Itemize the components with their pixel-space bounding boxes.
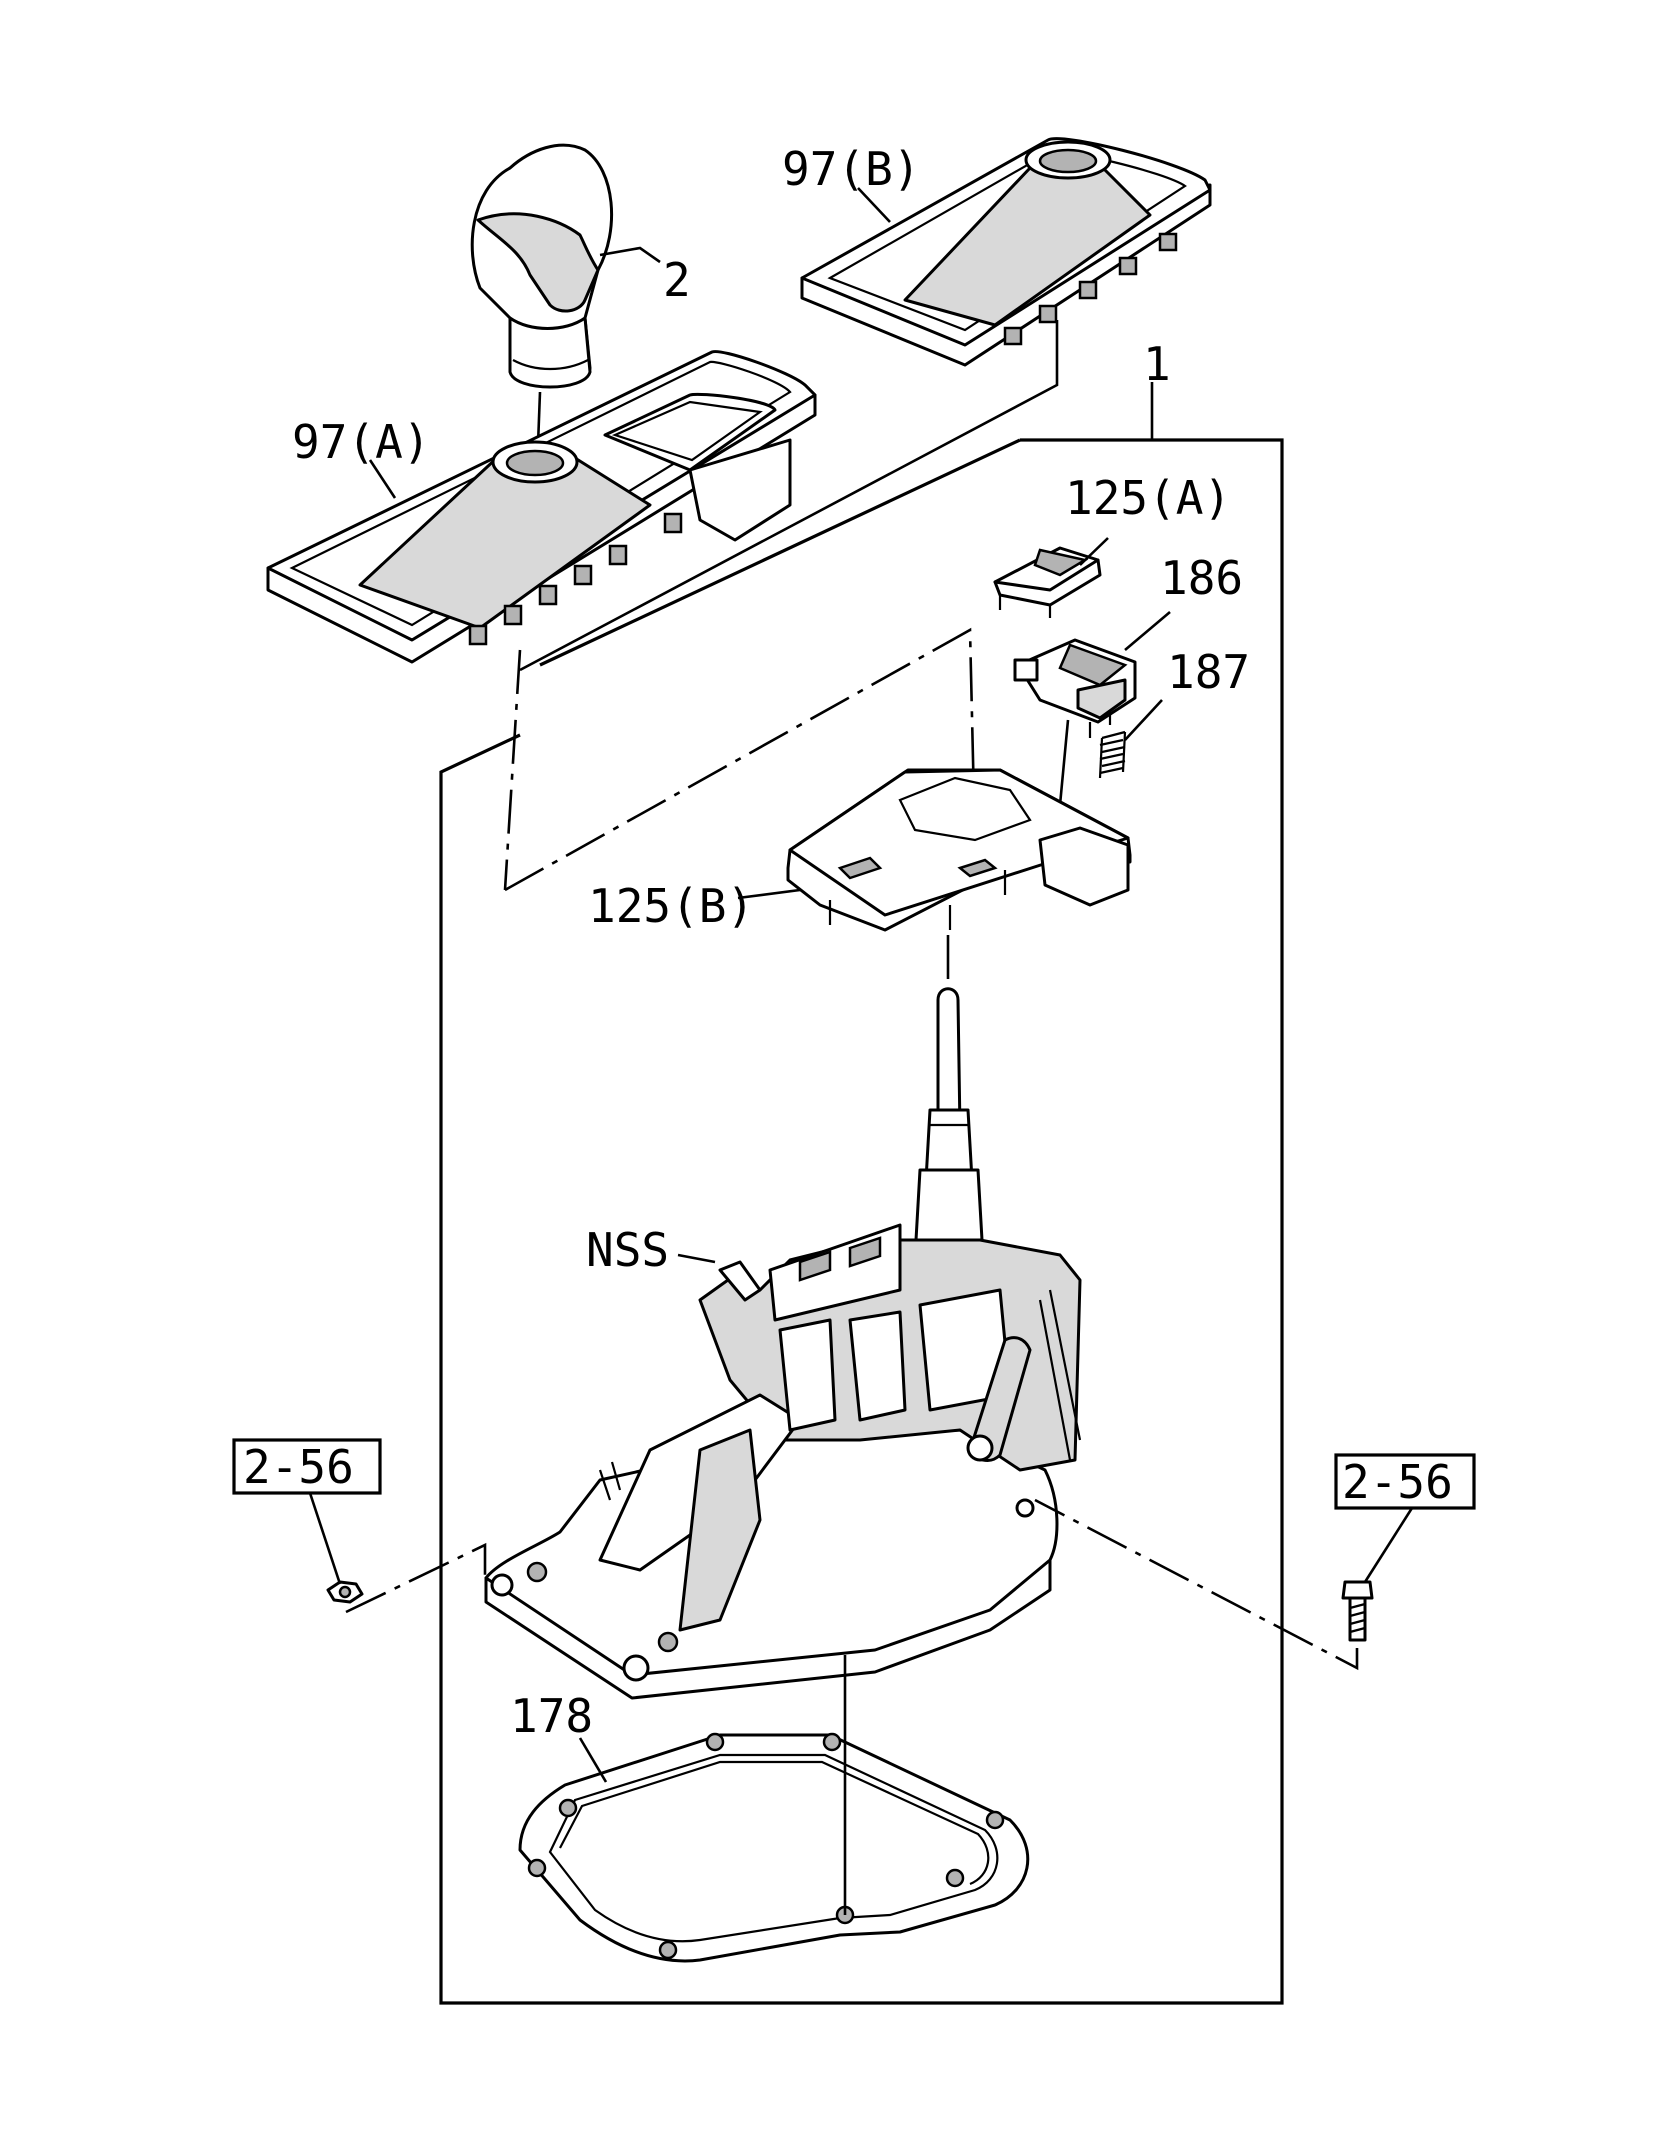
console-bezel-b[interactable] <box>800 137 1212 367</box>
callout-ref-right[interactable]: 2-56 <box>1342 1455 1453 1509</box>
leader-bezel-a <box>368 459 397 499</box>
leader-ref-left <box>308 1492 342 1585</box>
callout-cover-a: 125(A) <box>1065 471 1231 525</box>
leader-cover-a <box>1079 537 1109 566</box>
leader-bezel-b <box>857 187 891 223</box>
leader-switch <box>1124 611 1171 651</box>
nut-left-install-line <box>345 1542 487 1614</box>
assembly-frame <box>439 438 1284 2005</box>
callout-cover-b: 125(B) <box>588 879 754 933</box>
gasket-studs <box>527 1732 1005 1960</box>
cover-install-line-diag <box>504 627 977 892</box>
callout-bezel-b: 97(B) <box>782 142 920 196</box>
bolt-right[interactable] <box>1341 1580 1374 1642</box>
leader-spring <box>1124 699 1163 741</box>
callout-knob: 2 <box>663 253 691 307</box>
bezel-join-line <box>519 320 1059 672</box>
callout-spring: 187 <box>1167 645 1250 699</box>
callout-assembly: 1 <box>1143 337 1171 391</box>
nut-left[interactable] <box>326 1580 364 1604</box>
shift-knob[interactable] <box>470 143 614 389</box>
gasket-178[interactable] <box>518 1732 1030 1963</box>
leader-gasket <box>578 1737 608 1783</box>
assembly-frame-upper <box>539 438 1021 667</box>
bezel-b-clips <box>1003 232 1178 346</box>
knob-install-line <box>536 391 542 446</box>
leader-nss <box>677 1253 716 1264</box>
console-bezel-a[interactable] <box>266 350 817 664</box>
callout-nss: NSS <box>586 1223 669 1277</box>
leader-cover-b <box>737 888 801 900</box>
callout-gasket: 178 <box>510 1689 593 1743</box>
ref-box-left <box>232 1438 382 1495</box>
shift-lever[interactable] <box>914 987 984 1242</box>
callout-ref-left[interactable]: 2-56 <box>243 1440 354 1494</box>
cover-125b[interactable] <box>786 768 1132 932</box>
switch-186[interactable] <box>1013 638 1137 738</box>
leader-ref-right <box>1363 1507 1414 1583</box>
bolt-right-install-line <box>1034 1498 1359 1671</box>
ref-box-right <box>1334 1453 1476 1510</box>
callout-bezel-a: 97(A) <box>292 415 430 469</box>
cover-125a[interactable] <box>993 546 1102 618</box>
switch-install-line <box>1058 719 1070 806</box>
cover-install-line-left <box>503 649 522 891</box>
spring-187[interactable] <box>1098 730 1127 779</box>
shifter-base[interactable] <box>484 1223 1082 1700</box>
callout-switch: 186 <box>1160 551 1243 605</box>
leader-knob <box>599 246 661 264</box>
